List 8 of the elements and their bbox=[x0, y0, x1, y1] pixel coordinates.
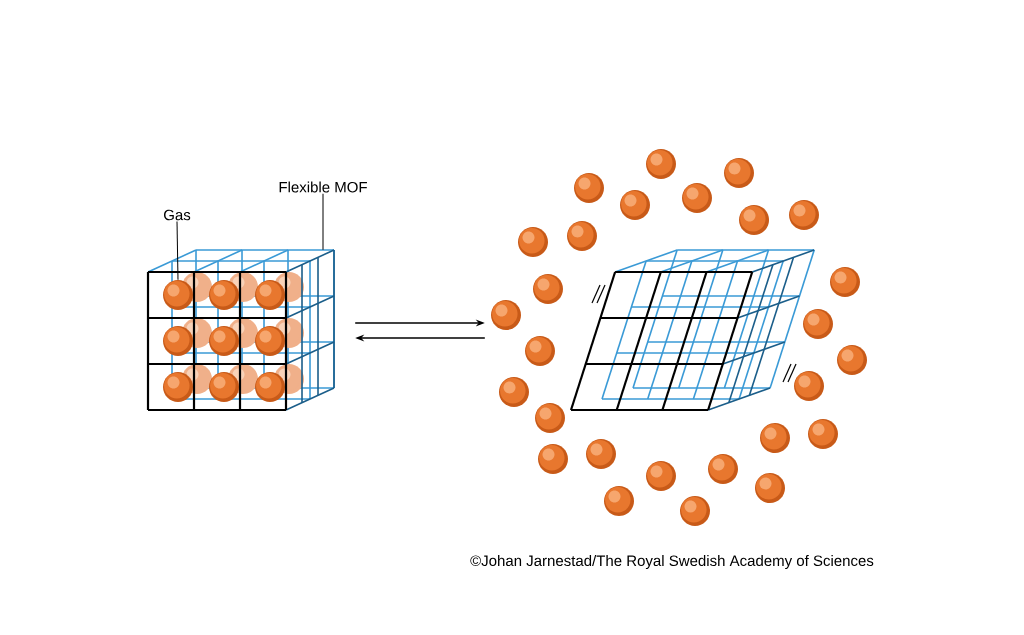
credit-text: ©Johan Jarnestad/The Royal Swedish Academy of Sciences bbox=[470, 555, 874, 569]
leader-line bbox=[322, 193, 324, 251]
collapsed-mof-drawing bbox=[491, 149, 867, 526]
gas-sphere bbox=[163, 280, 193, 310]
mof-cube-drawing bbox=[146, 249, 335, 412]
label-text: Flexible MOF bbox=[279, 181, 367, 193]
label-text: Gas bbox=[164, 209, 191, 221]
leader-line bbox=[176, 221, 179, 281]
